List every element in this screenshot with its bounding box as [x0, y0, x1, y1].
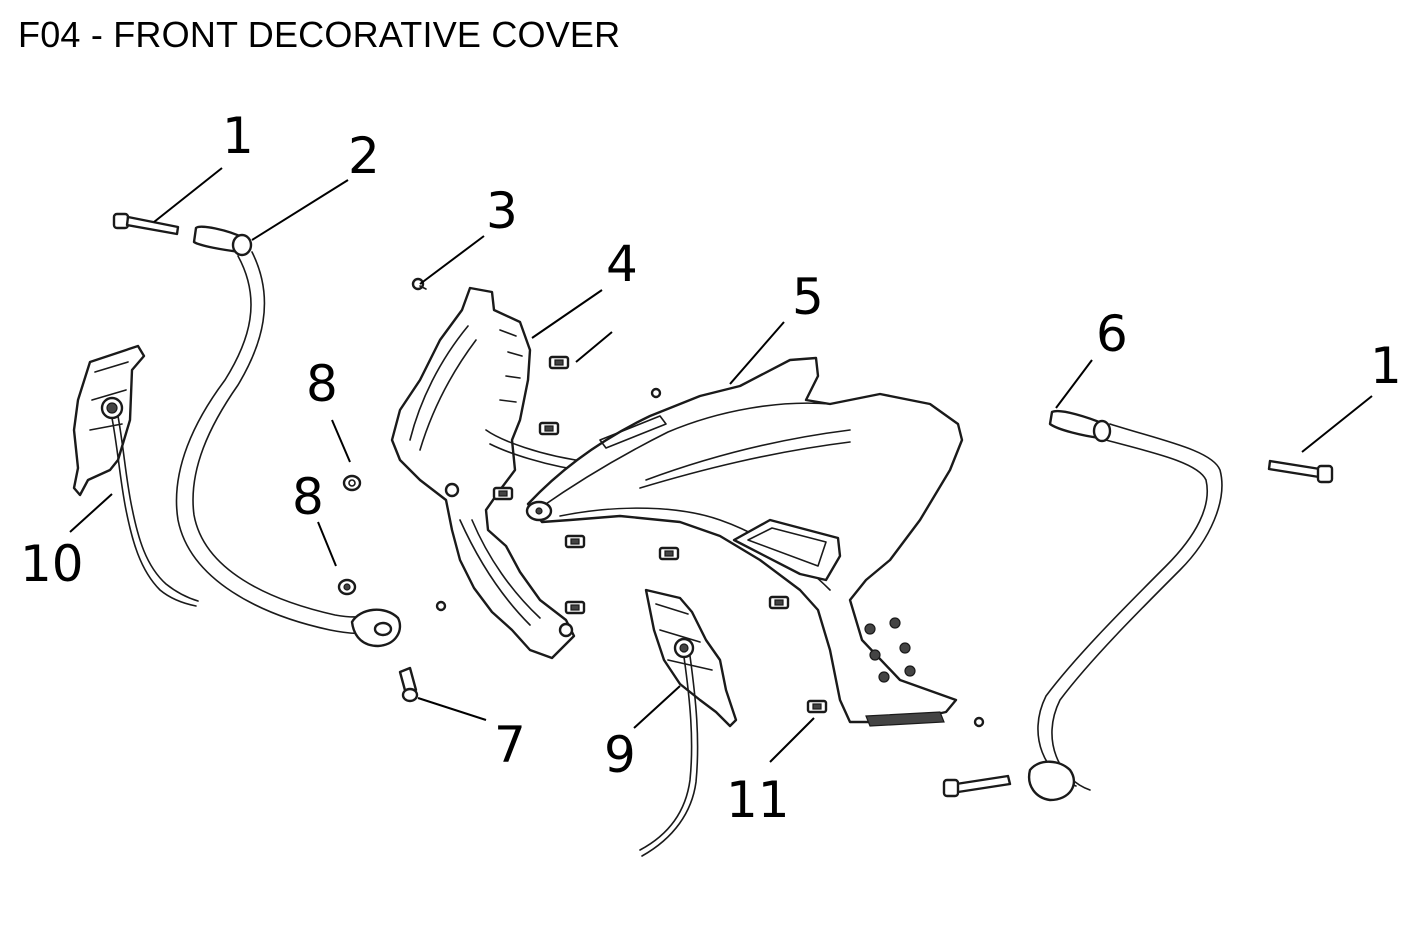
part-3-screw	[411, 277, 427, 291]
part-7-bolt	[398, 666, 419, 703]
leader-lines	[69, 167, 1373, 763]
part-10-turn-signal-left	[72, 344, 199, 607]
callout-2: 2	[348, 127, 380, 185]
callout-labels: 1 2 3 4 5 6 1 8 8 10 7 9 11	[20, 107, 1402, 829]
callout-11: 11	[726, 771, 790, 829]
clip-nut-c	[492, 486, 514, 501]
clip-nut-f	[564, 600, 586, 615]
callout-8-upper: 8	[306, 355, 338, 413]
clip-nut-d	[564, 534, 586, 549]
bolt-lower-right	[942, 774, 1012, 798]
part-5-front-cover	[525, 356, 964, 727]
part-6-guard-bar-right	[1027, 409, 1223, 802]
screw-small-a	[435, 600, 447, 612]
callout-10: 10	[20, 535, 84, 593]
callout-7: 7	[494, 716, 526, 774]
part-2-guard-bar-left	[175, 225, 402, 648]
callout-3: 3	[486, 182, 518, 240]
page-title: F04 - FRONT DECORATIVE COVER	[18, 14, 621, 55]
screw-small-c	[973, 716, 985, 728]
clip-nut-a	[548, 355, 570, 370]
clip-nut-e	[658, 546, 680, 561]
clip-nut-b	[538, 421, 560, 436]
part-8-washer-lower	[337, 578, 357, 596]
screw-small-b	[650, 387, 662, 399]
clip-nut-h	[806, 699, 828, 714]
part-9-turn-signal-right	[639, 588, 738, 857]
callout-1-right: 1	[1370, 337, 1402, 395]
part-1-bolt-left	[112, 212, 180, 236]
part-1-bolt-right	[1267, 459, 1334, 484]
callout-5: 5	[792, 268, 824, 326]
callout-4: 4	[606, 235, 638, 293]
callout-1-left: 1	[222, 107, 254, 165]
clip-nut-g	[768, 595, 790, 610]
part-8-washer-upper	[342, 474, 362, 492]
callout-8-lower: 8	[292, 468, 324, 526]
callout-6: 6	[1096, 305, 1128, 363]
part-4-inner-bracket	[390, 286, 593, 660]
callout-9: 9	[604, 726, 636, 784]
